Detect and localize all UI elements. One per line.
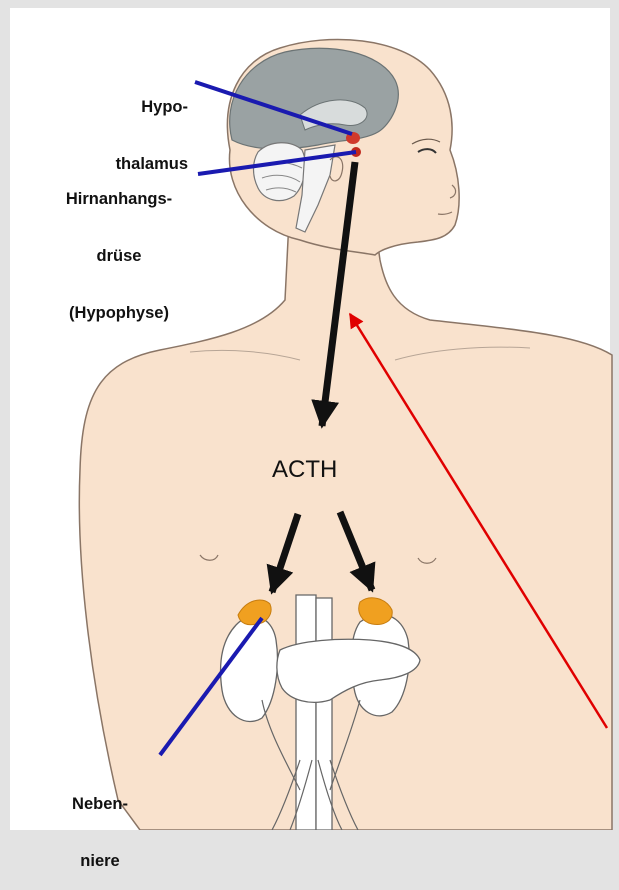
diagram-stage: Hypo- thalamus Hirnanhangs- drüse (Hypop… [0,0,619,830]
adrenal-label: Neben- niere [50,757,150,890]
adrenal-label-line1: Neben- [50,795,150,814]
aorta [296,595,316,830]
acth-label: ACTH [272,456,337,484]
pituitary-label-line1: Hirnanhangs- [34,190,204,209]
vena-cava [316,598,332,830]
adrenal-label-line2: niere [50,852,150,871]
pituitary-label-line2: drüse [34,247,204,266]
pituitary-label-line3: (Hypophyse) [34,304,204,323]
hypothalamus-label-line1: Hypo- [88,98,188,117]
cerebellum [254,143,306,201]
pituitary-label: Hirnanhangs- drüse (Hypophyse) [34,152,204,342]
